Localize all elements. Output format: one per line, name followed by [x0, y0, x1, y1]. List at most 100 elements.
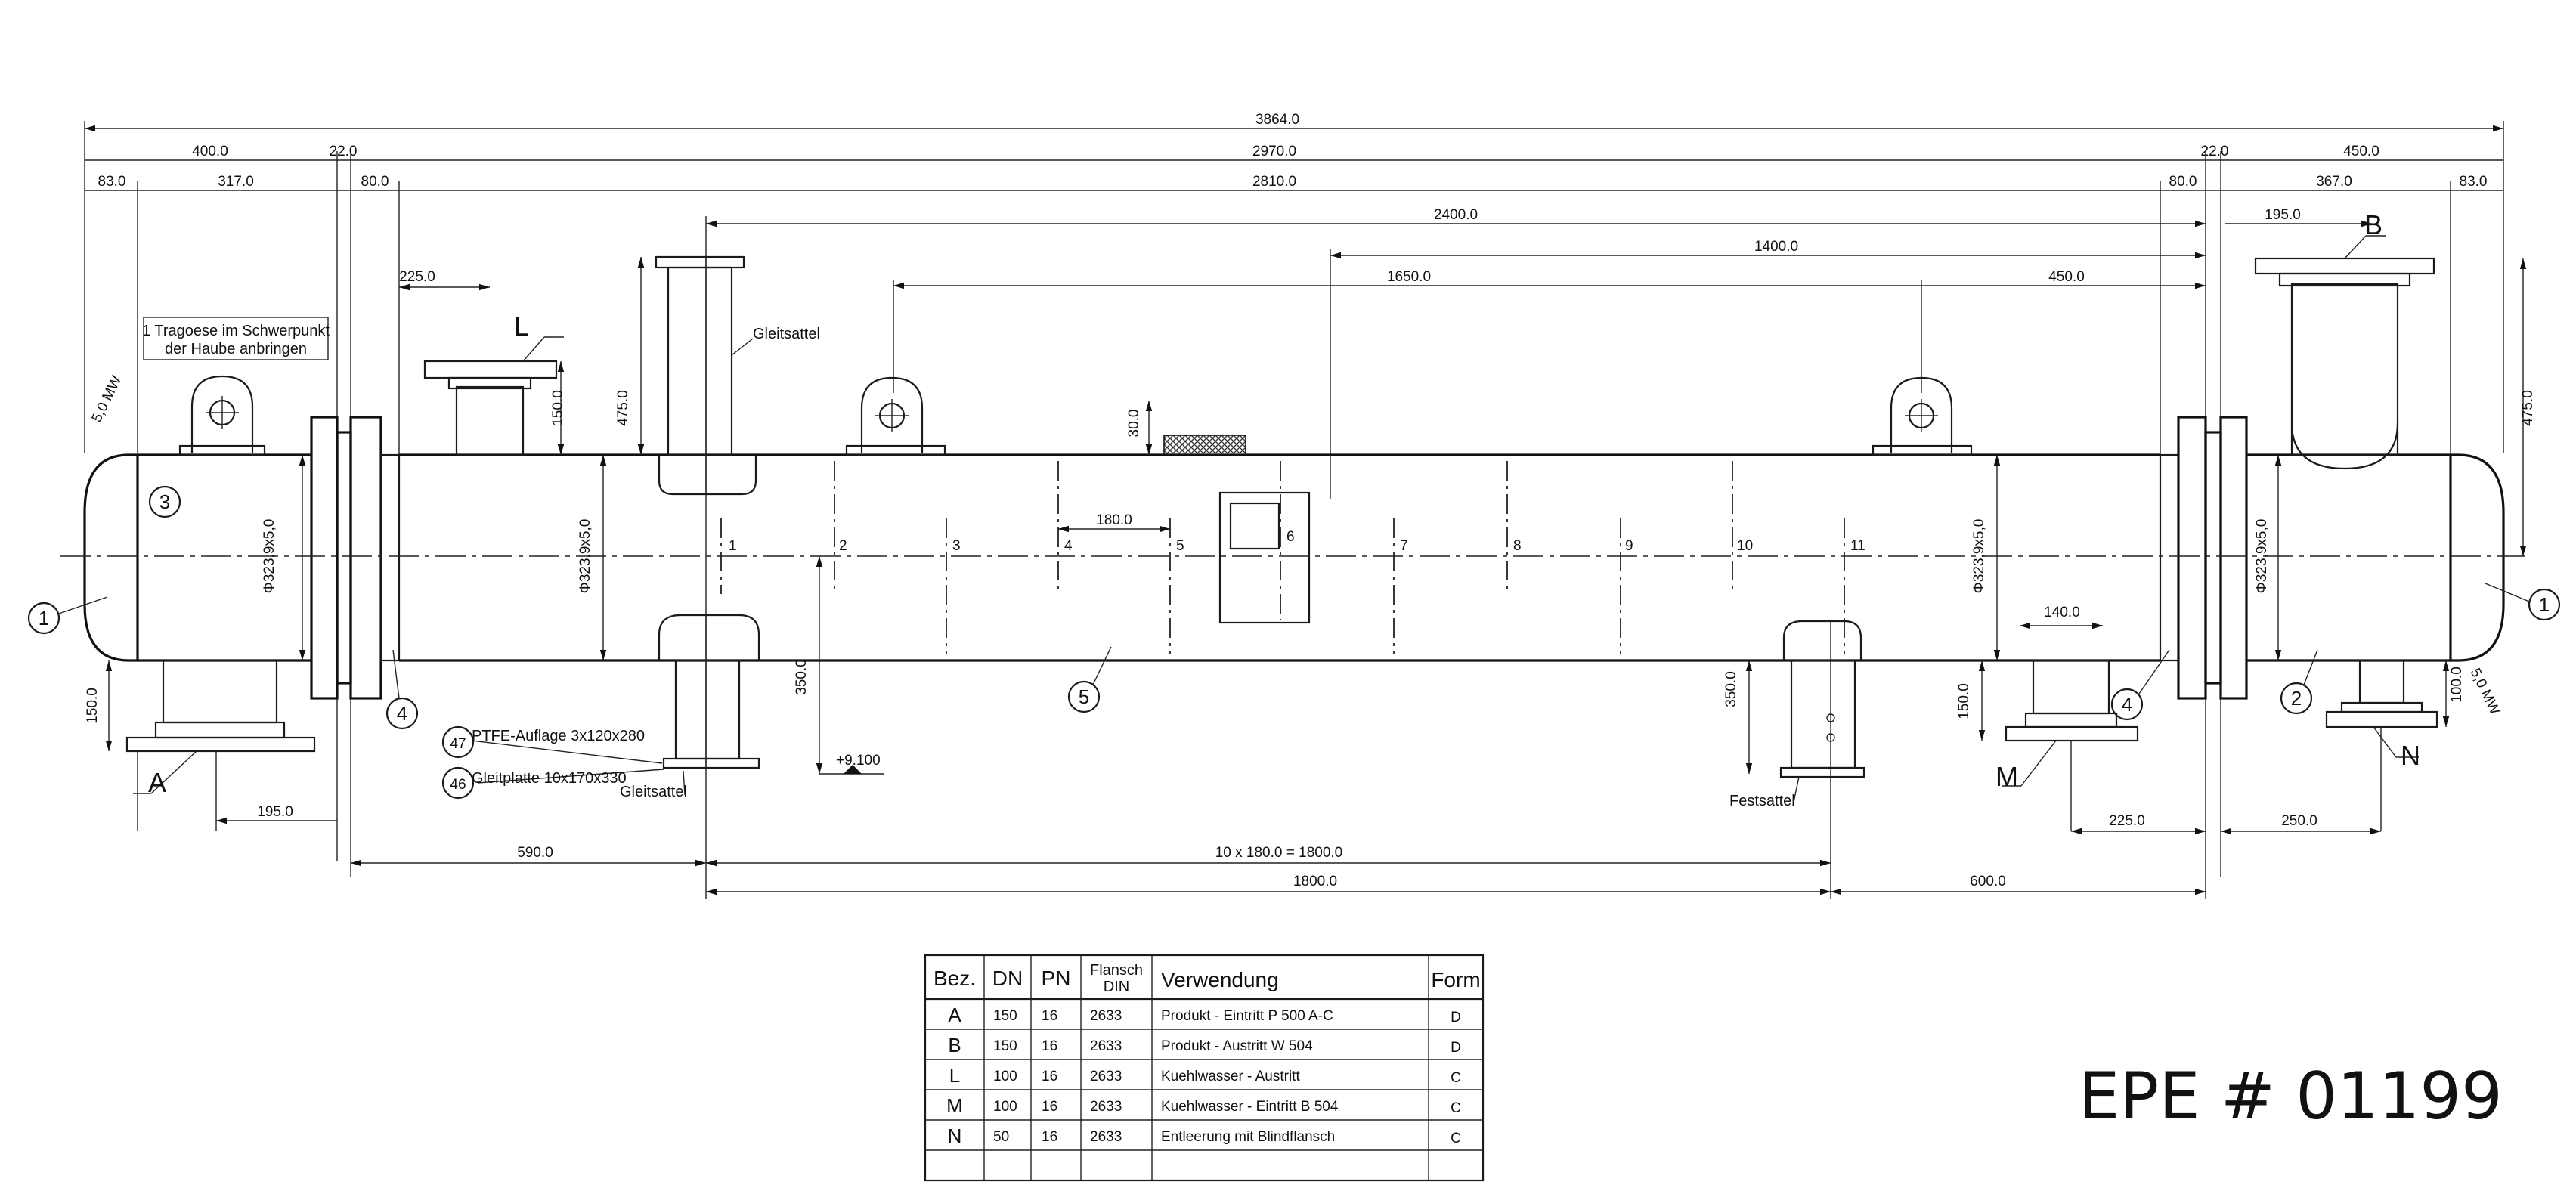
- cell-pn: 16: [1042, 1008, 1057, 1024]
- cell-use: Produkt - Austritt W 504: [1161, 1038, 1313, 1054]
- cell-dn: 150: [993, 1038, 1017, 1054]
- nozzle-M: M: [1995, 659, 2139, 792]
- th-form: Form: [1431, 968, 1480, 991]
- cell-din: 2633: [1090, 1099, 1122, 1115]
- th-bez: Bez.: [933, 967, 976, 990]
- nameplate: [1218, 491, 1311, 624]
- dim-saddle-height-r: 350.0: [1723, 671, 1739, 707]
- dim-saddle-span: 1800.0: [1293, 874, 1337, 889]
- cell-din: 2633: [1090, 1069, 1122, 1084]
- baffle-5: 5: [1176, 538, 1184, 554]
- cell-form: D: [1451, 1040, 1461, 1056]
- dim-nozzle-n-height: 100.0: [2449, 667, 2465, 703]
- cell-dn: 100: [993, 1069, 1017, 1084]
- note-festsattel: Festsattel: [1729, 793, 1795, 809]
- table-row: M 100 16 2633 Kuehlwasser - Eintritt B 5…: [946, 1094, 1461, 1117]
- dim-right-lug: 450.0: [2048, 269, 2085, 285]
- document-stamp: EPE # 01199: [2079, 1059, 2503, 1134]
- shell-body: [60, 416, 2525, 700]
- dim-tube-length: 2810.0: [1252, 174, 1296, 190]
- table-row: L 100 16 2633 Kuehlwasser - Austritt C: [949, 1064, 1461, 1087]
- cell-use: Kuehlwasser - Austritt: [1161, 1069, 1300, 1084]
- dim-right-flange: 22.0: [2201, 144, 2229, 159]
- baffle-11: 11: [1850, 538, 1865, 554]
- saddles: [655, 255, 1865, 899]
- dim-nozzle-b-offset: 195.0: [2265, 207, 2301, 223]
- dim-shell-dia-mid: Φ323,9x5,0: [577, 519, 593, 594]
- mesh-pad: [1163, 435, 1246, 456]
- callout-1-left: 1: [39, 607, 49, 629]
- cell-bez: B: [948, 1034, 961, 1056]
- bottom-dimensions: 195.0 225.0 250.0 590.0 10 x 180.0 = 180…: [137, 727, 2382, 896]
- lifting-note-line2: der Haube anbringen: [165, 341, 307, 357]
- dim-left-head-body: 317.0: [218, 174, 254, 190]
- weld-right: 5,0 MW: [2467, 666, 2503, 717]
- cell-bez: M: [946, 1094, 963, 1117]
- baffle-10: 10: [1737, 538, 1753, 554]
- callout-4-left: 4: [397, 702, 407, 725]
- baffle-3: 3: [952, 538, 961, 554]
- baffle-2: 2: [839, 538, 847, 554]
- cell-pn: 16: [1042, 1038, 1057, 1054]
- dim-nozzle-b-height: 475.0: [2520, 390, 2536, 426]
- dim-saddle-height-l: 350.0: [794, 659, 810, 695]
- nozzle-letter-L: L: [514, 311, 529, 342]
- baffle-numbers: 1 2 3 4 5 6 7 8 9 10 11: [729, 529, 1865, 554]
- nozzle-letter-B: B: [2364, 209, 2382, 240]
- dim-right-cap: 83.0: [2460, 174, 2488, 190]
- dim-left-head: 400.0: [192, 144, 228, 159]
- weld-left: 5,0 MW: [89, 373, 125, 425]
- cell-din: 2633: [1090, 1129, 1122, 1145]
- cell-form: C: [1451, 1070, 1461, 1086]
- cell-use: Kuehlwasser - Eintritt B 504: [1161, 1099, 1339, 1115]
- top-dimensions: 3864.0 400.0 22.0 2970.0 22.0 450.0 83.0…: [84, 112, 2504, 899]
- th-verwendung: Verwendung: [1161, 968, 1279, 991]
- dim-nozzle-a-offset: 195.0: [257, 804, 293, 820]
- dim-baffles-total: 10 x 180.0 = 1800.0: [1215, 845, 1343, 861]
- cell-bez: N: [948, 1124, 962, 1147]
- dim-nozzle-n-offset: 250.0: [2281, 813, 2317, 829]
- cell-pn: 16: [1042, 1129, 1057, 1145]
- notes: 1 Tragoese im Schwerpunkt der Haube anbr…: [142, 317, 1800, 809]
- cell-bez: L: [949, 1064, 960, 1087]
- th-flansch-1: Flansch: [1090, 962, 1143, 979]
- dim-left-flange: 22.0: [330, 144, 358, 159]
- note-gleitplatte: Gleitplatte 10x170x330: [472, 770, 627, 787]
- dim-nozzle-m-offset: 225.0: [2109, 813, 2145, 829]
- callout-47: 47: [450, 736, 466, 752]
- dim-saddle-height-top: 475.0: [615, 390, 631, 426]
- callout-46: 46: [450, 777, 466, 793]
- baffle-lines: [720, 461, 1845, 654]
- interior-dimensions: 180.0 140.0 30.0 Φ323,9x5,0 Φ323,9x5,0 Φ…: [85, 257, 2536, 775]
- table-row: B 150 16 2633 Produkt - Austritt W 504 D: [948, 1034, 1461, 1056]
- callout-5: 5: [1079, 685, 1089, 708]
- nozzle-letter-A: A: [148, 767, 166, 798]
- baffle-9: 9: [1625, 538, 1633, 554]
- nozzle-letter-M: M: [1995, 761, 2018, 792]
- callout-4-right: 4: [2122, 693, 2132, 716]
- cell-pn: 16: [1042, 1099, 1057, 1115]
- callout-3: 3: [159, 490, 170, 513]
- cell-form: D: [1451, 1010, 1461, 1025]
- table-row: N 50 16 2633 Entleerung mit Blindflansch…: [948, 1124, 1461, 1147]
- cell-use: Entleerung mit Blindflansch: [1161, 1129, 1335, 1145]
- level-marker-icon: [844, 765, 862, 774]
- nozzle-A: A: [125, 659, 316, 798]
- baffle-8: 8: [1513, 538, 1522, 554]
- baffle-1: 1: [729, 538, 737, 554]
- dim-right-head: 450.0: [2343, 144, 2379, 159]
- th-flansch-2: DIN: [1104, 979, 1129, 995]
- dim-nozzle-l-offset: 225.0: [399, 269, 435, 285]
- lifting-note-line1: 1 Tragoese im Schwerpunkt: [142, 323, 330, 339]
- cell-dn: 100: [993, 1099, 1017, 1115]
- dim-shell-dia-right1: Φ323,9x5,0: [1971, 519, 1987, 594]
- note-gleitsattel-top: Gleitsattel: [753, 326, 820, 342]
- lifting-lugs: [178, 375, 1973, 456]
- dim-left-cap: 83.0: [98, 174, 126, 190]
- dim-lug-span: 1650.0: [1387, 269, 1431, 285]
- dim-nozzle-l-height: 150.0: [550, 390, 566, 426]
- baffle-6: 6: [1286, 529, 1295, 545]
- dim-shell-dia-right2: Φ323,9x5,0: [2254, 519, 2270, 594]
- level-label: +9.100: [836, 753, 881, 769]
